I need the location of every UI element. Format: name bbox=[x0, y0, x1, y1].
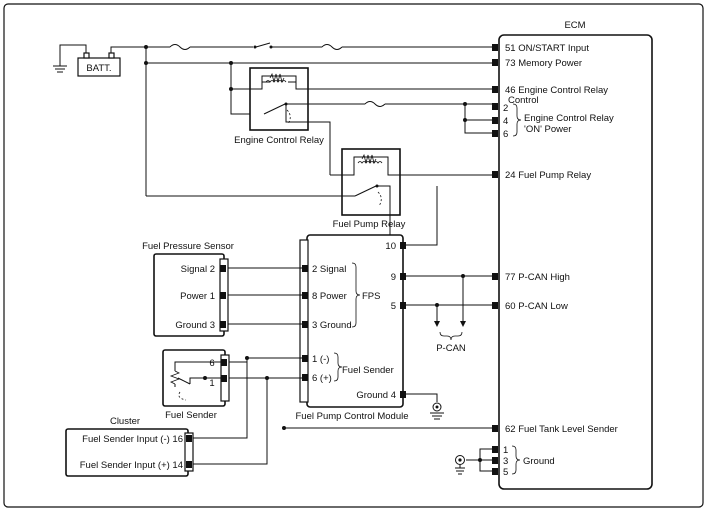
ignition-switch bbox=[255, 42, 271, 48]
battery-box bbox=[77, 57, 121, 77]
fpr-label: Fuel Pump Relay bbox=[333, 219, 406, 230]
ecm-pin-6: 6 bbox=[503, 129, 508, 140]
fpcm-pin-5: 5 bbox=[391, 301, 396, 312]
ecm-pin-2: 2 bbox=[503, 103, 508, 114]
battery-label: BATT. bbox=[86, 63, 111, 74]
fuel-sender-label: Fuel Sender bbox=[165, 410, 217, 421]
cluster-input-neg: Fuel Sender Input (-) 16 bbox=[82, 434, 183, 445]
ecm-on-power-label-2: 'ON' Power bbox=[524, 124, 571, 135]
fpcm-pin-9: 9 bbox=[391, 272, 396, 283]
fuel-sender: 6 1 Fuel Sender bbox=[162, 349, 230, 421]
fps-ground: Ground 3 bbox=[175, 320, 215, 331]
fuse-1 bbox=[169, 44, 191, 50]
ecm-pin-4: 4 bbox=[503, 116, 508, 127]
cluster-title: Cluster bbox=[110, 416, 140, 427]
ecm-pin-on-start: 51 ON/START Input bbox=[505, 43, 589, 54]
fpcm-signal: 2 Signal bbox=[312, 264, 346, 275]
cluster-input-pos: Fuel Sender Input (+) 14 bbox=[80, 460, 183, 471]
fuel-pressure-sensor: Fuel Pressure Sensor Signal 2 Power 1 Gr… bbox=[142, 241, 234, 337]
ecm-on-power-label-1: Engine Control Relay bbox=[524, 113, 614, 124]
fpcm-fps: FPS bbox=[362, 291, 380, 302]
fpcm-ground-fps: 3 Ground bbox=[312, 320, 352, 331]
fpcm-ground-4: Ground 4 bbox=[356, 390, 396, 401]
ecm-pin-ecr-control-2: Control bbox=[508, 95, 539, 106]
ecm-box bbox=[498, 34, 653, 490]
on-power-brace bbox=[512, 103, 522, 137]
ecm-pin-fuel-tank-level: 62 Fuel Tank Level Sender bbox=[505, 424, 618, 435]
ecm-ground-5: 5 bbox=[503, 467, 508, 478]
fuel-sender-pin-1: 1 bbox=[209, 378, 214, 389]
fuse-2 bbox=[321, 44, 343, 50]
ecm-pin-pcan-high: 77 P-CAN High bbox=[505, 272, 570, 283]
fuel-pump-control-module: 10 9 5 2 Signal 8 Power 3 Ground FPS 1 (… bbox=[296, 234, 409, 422]
ecm-ground-brace bbox=[511, 445, 521, 475]
cluster: Cluster Fuel Sender Input (-) 16 Fuel Se… bbox=[65, 416, 194, 477]
ecm-ground-label: Ground bbox=[523, 456, 555, 467]
ecm-pin-fuel-pump-relay: 24 Fuel Pump Relay bbox=[505, 170, 591, 181]
fpcm-fuel-sender: Fuel Sender bbox=[342, 365, 394, 376]
fps-power: Power 1 bbox=[180, 291, 215, 302]
ecm-pin-memory-power: 73 Memory Power bbox=[505, 58, 582, 69]
fpcm-power: 8 Power bbox=[312, 291, 347, 302]
pcan-label: P-CAN bbox=[436, 343, 466, 354]
fpcm-fs-neg: 1 (-) bbox=[312, 354, 329, 365]
fps-signal: Signal 2 bbox=[181, 264, 215, 275]
engine-control-relay: Engine Control Relay bbox=[234, 67, 324, 146]
fpcm-title: Fuel Pump Control Module bbox=[296, 411, 409, 422]
ecr-label: Engine Control Relay bbox=[234, 135, 324, 146]
battery: BATT. bbox=[53, 44, 170, 77]
ecm-ground-1: 1 bbox=[503, 445, 508, 456]
fps-title: Fuel Pressure Sensor bbox=[142, 241, 234, 252]
fuel-sender-brace bbox=[333, 352, 343, 382]
ecm-pin-pcan-low: 60 P-CAN Low bbox=[505, 301, 568, 312]
ecm-pin-ecr-control: 46 Engine Control Relay bbox=[505, 85, 608, 96]
fuse-3 bbox=[364, 101, 386, 107]
fps-brace bbox=[351, 262, 361, 328]
fpcm-pin-10: 10 bbox=[385, 241, 396, 252]
fuel-sender-pin-6: 6 bbox=[209, 358, 214, 369]
pcan-brace bbox=[439, 331, 463, 341]
ecr-box bbox=[249, 67, 309, 131]
ecm-ground-3: 3 bbox=[503, 456, 508, 467]
ecm: ECM 51 ON/START Input 73 Memory Power 46… bbox=[492, 20, 653, 490]
ecm-title: ECM bbox=[564, 20, 585, 31]
fpcm-fs-pos: 6 (+) bbox=[312, 373, 332, 384]
fuel-pump-relay: Fuel Pump Relay bbox=[146, 148, 492, 246]
